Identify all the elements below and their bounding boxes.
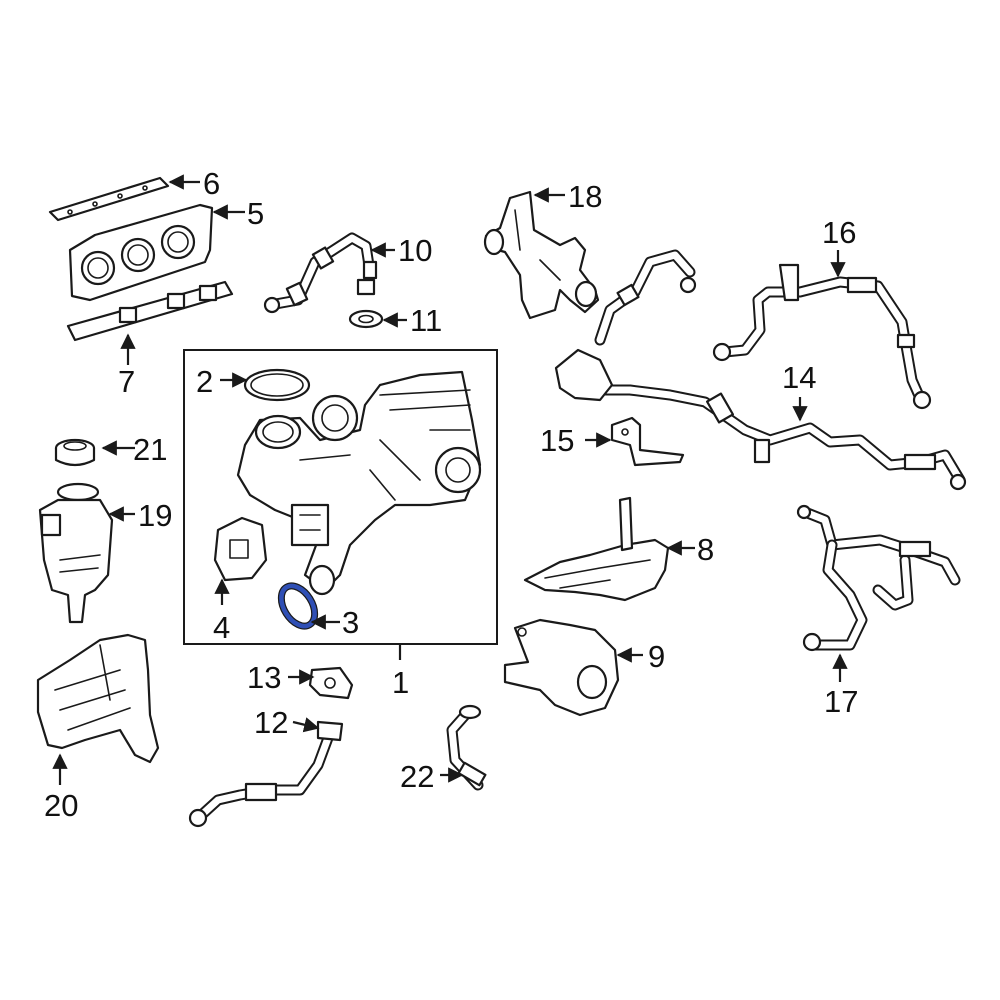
callout-13[interactable]: 13	[247, 660, 281, 695]
callout-14[interactable]: 14	[782, 360, 816, 395]
part-6-gasket-strip[interactable]	[48, 176, 170, 222]
part-13-pipe-flange-gasket[interactable]	[308, 666, 354, 700]
callout-21[interactable]: 21	[133, 432, 167, 467]
part-18-coolant-outlet[interactable]	[483, 190, 600, 320]
part-16-coolant-line[interactable]	[712, 263, 932, 410]
callout-2[interactable]: 2	[196, 364, 213, 399]
callout-9[interactable]: 9	[648, 639, 665, 674]
callout-19[interactable]: 19	[138, 498, 172, 533]
callout-1[interactable]: 1	[392, 665, 409, 700]
part-10-oil-feed-line[interactable]	[263, 232, 378, 314]
part-15-mounting-bracket[interactable]	[610, 416, 685, 467]
callout-16[interactable]: 16	[822, 215, 856, 250]
callout-3[interactable]: 3	[342, 605, 359, 640]
callout-22[interactable]: 22	[400, 759, 434, 794]
callout-5[interactable]: 5	[247, 196, 264, 231]
part-21-reservoir-cap[interactable]	[54, 438, 96, 467]
callout-6[interactable]: 6	[203, 166, 220, 201]
callout-4[interactable]: 4	[213, 610, 230, 645]
callout-18[interactable]: 18	[568, 179, 602, 214]
turbocharger-body	[236, 370, 482, 596]
part-1-turbocharger-group-box[interactable]	[183, 349, 498, 660]
callout-labels: 1 2 3 4 5 6 7 8 9 10 11 12 13 14 15 16 1…	[44, 166, 858, 823]
part-12-oil-return-pipe[interactable]	[188, 720, 344, 828]
part-2-turbo-gasket[interactable]	[243, 368, 311, 402]
part-20-reservoir-bracket[interactable]	[36, 633, 160, 764]
callout-10[interactable]: 10	[398, 233, 432, 268]
callout-leaders	[52, 174, 848, 785]
part-8-heat-shield[interactable]	[523, 496, 670, 602]
part-11-sealing-washer[interactable]	[348, 278, 384, 329]
part-22-intake-hose[interactable]	[446, 704, 487, 791]
callout-8[interactable]: 8	[697, 532, 714, 567]
callout-20[interactable]: 20	[44, 788, 78, 823]
callout-11[interactable]: 11	[410, 303, 442, 338]
callout-12[interactable]: 12	[254, 705, 288, 740]
callout-17[interactable]: 17	[824, 684, 858, 719]
callout-7[interactable]: 7	[118, 364, 135, 399]
part-7-bracket-bar[interactable]	[66, 280, 234, 342]
part-3-outlet-gasket[interactable]	[274, 580, 321, 632]
part-9-turbo-heat-shield[interactable]	[503, 618, 620, 717]
part-19-coolant-reservoir[interactable]	[38, 482, 114, 624]
part-4-wastegate-actuator[interactable]	[213, 516, 268, 582]
part-17-return-pipe[interactable]	[796, 504, 961, 652]
part-5-manifold-gasket[interactable]	[68, 203, 214, 302]
callout-15[interactable]: 15	[540, 423, 574, 458]
part-14-coolant-pipe[interactable]	[554, 249, 967, 491]
